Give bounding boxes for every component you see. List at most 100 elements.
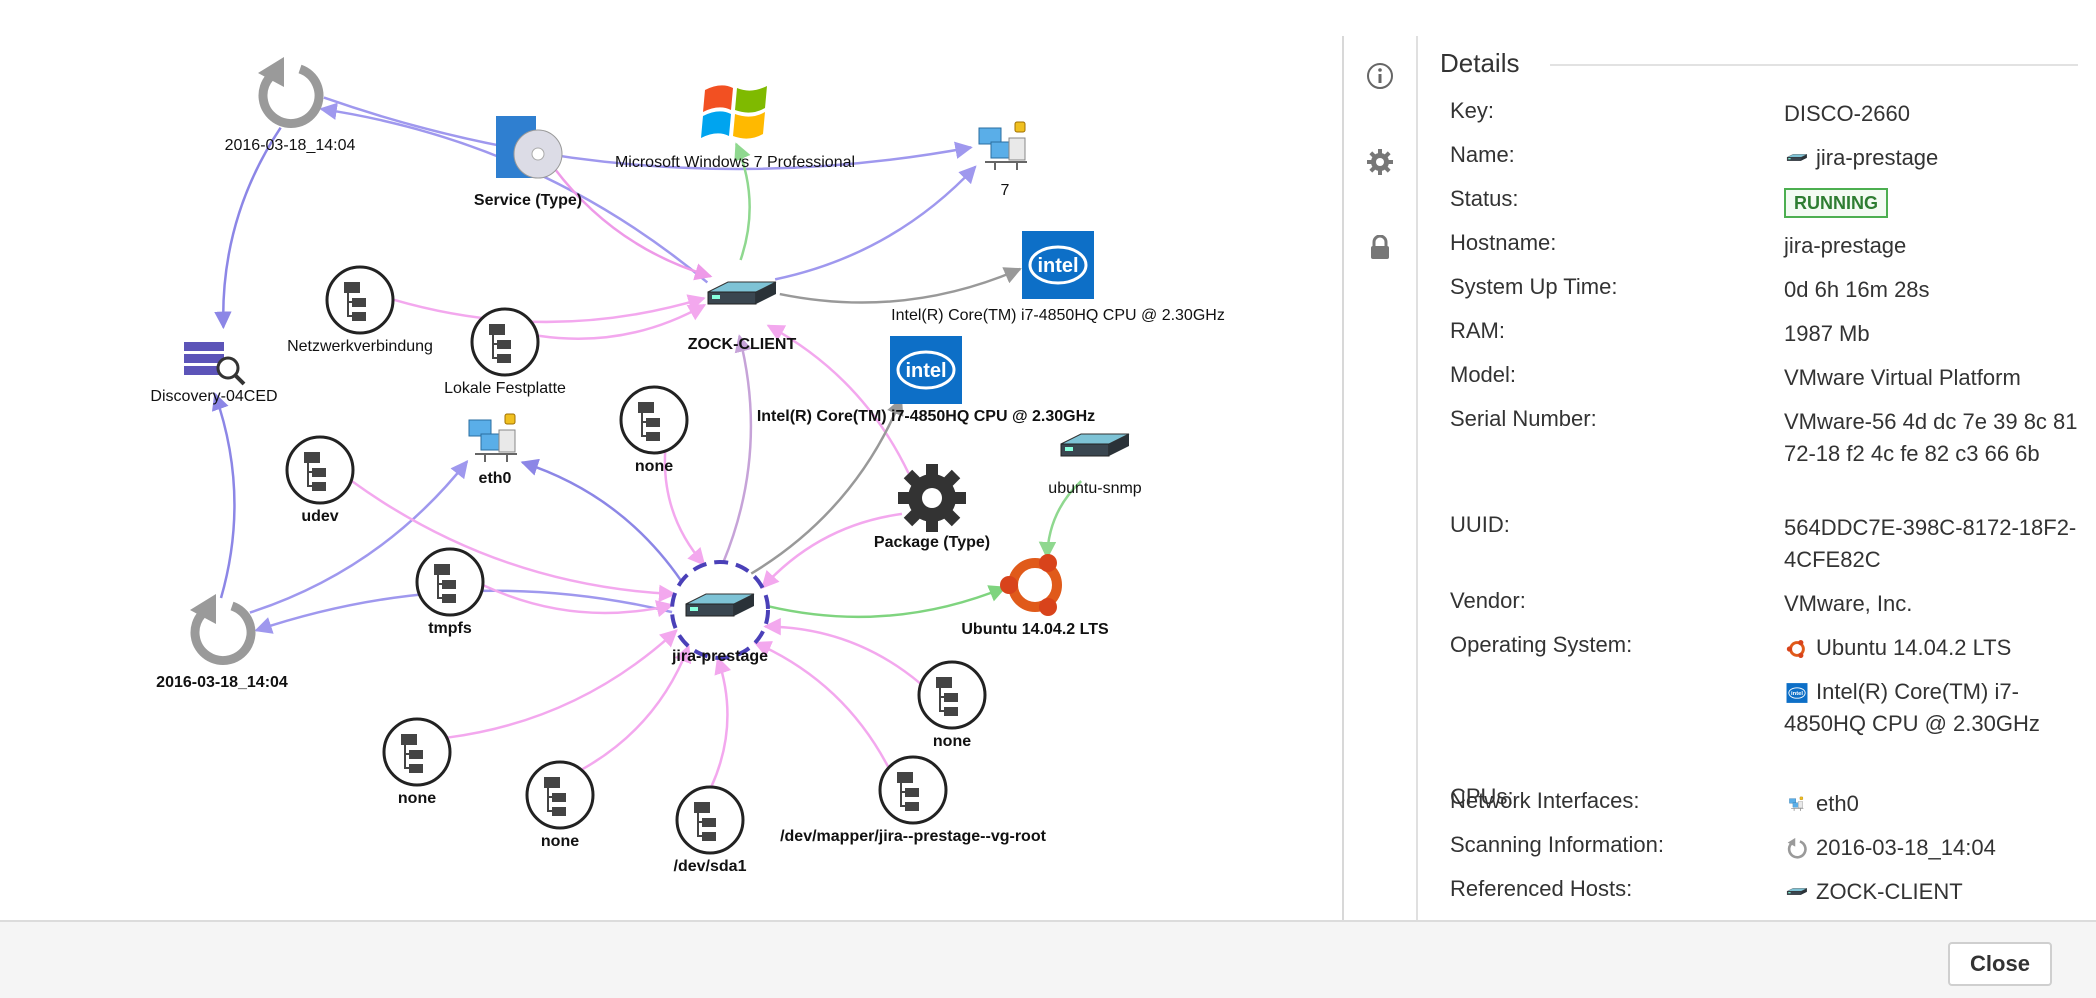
windows-logo-icon (701, 85, 767, 139)
graph-edge (779, 267, 1022, 304)
settings-tab-button[interactable] (1362, 144, 1398, 180)
graph-node-ubuntusnmp[interactable] (1060, 433, 1130, 457)
graph-canvas[interactable]: intel intel (0, 0, 1342, 920)
details-title: Details (1440, 48, 1520, 78)
detail-value-text: Ubuntu 14.04.2 LTS (1816, 635, 2012, 660)
side-toolbar (1344, 36, 1416, 920)
gear-icon (1367, 149, 1393, 175)
server-icon (1786, 154, 1807, 162)
graph-node-none4[interactable] (525, 760, 595, 830)
detail-value[interactable]: eth0 (1784, 788, 2078, 820)
graph-node-package[interactable] (898, 464, 966, 532)
detail-value: 0d 6h 16m 28s (1784, 274, 2078, 306)
detail-value[interactable]: 2016-03-18_14:04 (1784, 832, 2078, 864)
detail-value-text: VMware Virtual Platform (1784, 365, 2021, 390)
graph-node-intel1[interactable]: intel (1022, 231, 1094, 299)
detail-key: Network Interfaces: (1450, 788, 1640, 813)
graph-node-label: 7 (1000, 182, 1010, 199)
graph-node-intel2[interactable]: intel (890, 336, 962, 404)
svg-text:intel: intel (905, 360, 946, 382)
detail-key: Referenced Hosts: (1450, 876, 1633, 901)
graph-node-none1[interactable] (619, 385, 689, 455)
detail-value-text: Intel(R) Core(TM) i7-4850HQ CPU @ 2.30GH… (1784, 679, 2040, 736)
graph-edge (761, 512, 903, 589)
graph-edge (351, 480, 677, 603)
selected-node-ring (670, 560, 770, 660)
detail-key: Name: (1450, 142, 1515, 167)
detail-key: Status: (1450, 186, 1519, 211)
graph-node-scan1[interactable] (258, 57, 324, 128)
detail-value: jira-prestage (1784, 142, 2078, 174)
detail-key: RAM: (1450, 318, 1505, 343)
detail-key: Scanning Information: (1450, 832, 1665, 857)
graph-node-label: none (932, 733, 972, 750)
graph-node-win7[interactable] (701, 85, 767, 139)
graph-edge (1038, 480, 1083, 560)
graph-edge (323, 96, 973, 171)
graph-node-label: none (540, 833, 580, 850)
graph-node-lokale[interactable] (470, 307, 540, 377)
graph-node-jira[interactable] (685, 593, 755, 617)
graph-edge (722, 334, 753, 563)
network-icon (468, 413, 517, 462)
graph-node-service[interactable] (496, 116, 563, 179)
detail-value: VMware, Inc. (1784, 588, 2078, 620)
graph-node-sda1[interactable] (675, 785, 745, 855)
folder-tree-icon (415, 547, 485, 617)
folder-tree-icon (382, 717, 452, 787)
graph-node-label: 2016-03-18_14:04 (156, 674, 288, 691)
detail-value: jira-prestage (1784, 230, 2078, 262)
graph-node-label: none (397, 790, 437, 807)
detail-value[interactable]: ZOCK-CLIENT (1784, 876, 2078, 908)
lock-tab-button[interactable] (1362, 230, 1398, 266)
folder-tree-icon (619, 385, 689, 455)
graph-node-label: Package (Type) (873, 534, 991, 551)
graph-edge (211, 392, 236, 599)
svg-text:intel: intel (1037, 255, 1078, 277)
graph-node-label: Intel(R) Core(TM) i7-4850HQ CPU @ 2.30GH… (891, 307, 1225, 324)
graph-node-zock[interactable] (707, 281, 777, 305)
folder-tree-icon (675, 785, 745, 855)
folder-tree-icon (285, 435, 355, 505)
detail-value-text: 2016-03-18_14:04 (1816, 835, 1996, 860)
graph-node-label: tmpfs (428, 620, 472, 637)
graph-node-mapper[interactable] (878, 755, 948, 825)
graph-node-tmpfs[interactable] (415, 547, 485, 617)
graph-node-eth0[interactable] (468, 413, 517, 462)
network-icon (1789, 796, 1804, 812)
info-tab-button[interactable] (1362, 58, 1398, 94)
panel-divider (1416, 36, 1418, 920)
graph-node-label: eth0 (478, 470, 512, 487)
graph-edge (766, 324, 910, 474)
graph-node-netzwerk[interactable] (325, 265, 395, 335)
refresh-icon (190, 594, 256, 665)
detail-value: VMware Virtual Platform (1784, 362, 2078, 394)
details-title-rule (1550, 64, 2078, 66)
graph-node-scan2[interactable] (190, 594, 256, 665)
graph-node-udev[interactable] (285, 435, 355, 505)
detail-value-text: ZOCK-CLIENT (1816, 879, 1963, 904)
graph-node-discovery[interactable] (184, 342, 246, 386)
detail-value-text: jira-prestage (1784, 233, 1907, 258)
graph-node-label: Microsoft Windows 7 Professional (614, 154, 856, 171)
server-icon (707, 281, 777, 305)
graph-node-net7[interactable] (978, 121, 1027, 170)
lock-icon (1371, 235, 1389, 259)
folder-tree-icon (325, 265, 395, 335)
graph-edge (763, 617, 921, 685)
graph-node-label: /dev/sda1 (673, 858, 747, 875)
graph-node-ubuntu[interactable] (1000, 554, 1062, 616)
server-icon (1060, 433, 1130, 457)
graph-node-none2[interactable] (917, 660, 987, 730)
graph-node-none3[interactable] (382, 717, 452, 787)
detail-key: CPUs: (1450, 784, 1514, 809)
graph-edge (774, 165, 977, 281)
graph-edge (447, 629, 678, 739)
close-button[interactable]: Close (1948, 942, 2052, 986)
ubuntu-logo-icon (1786, 640, 1805, 659)
graph-edge (393, 294, 706, 324)
detail-value: VMware-56 4d dc 7e 39 8c 81 72-18 f2 4c … (1784, 406, 2078, 470)
intel-logo-icon: intel (1786, 683, 1808, 704)
graph-edge (553, 167, 713, 281)
